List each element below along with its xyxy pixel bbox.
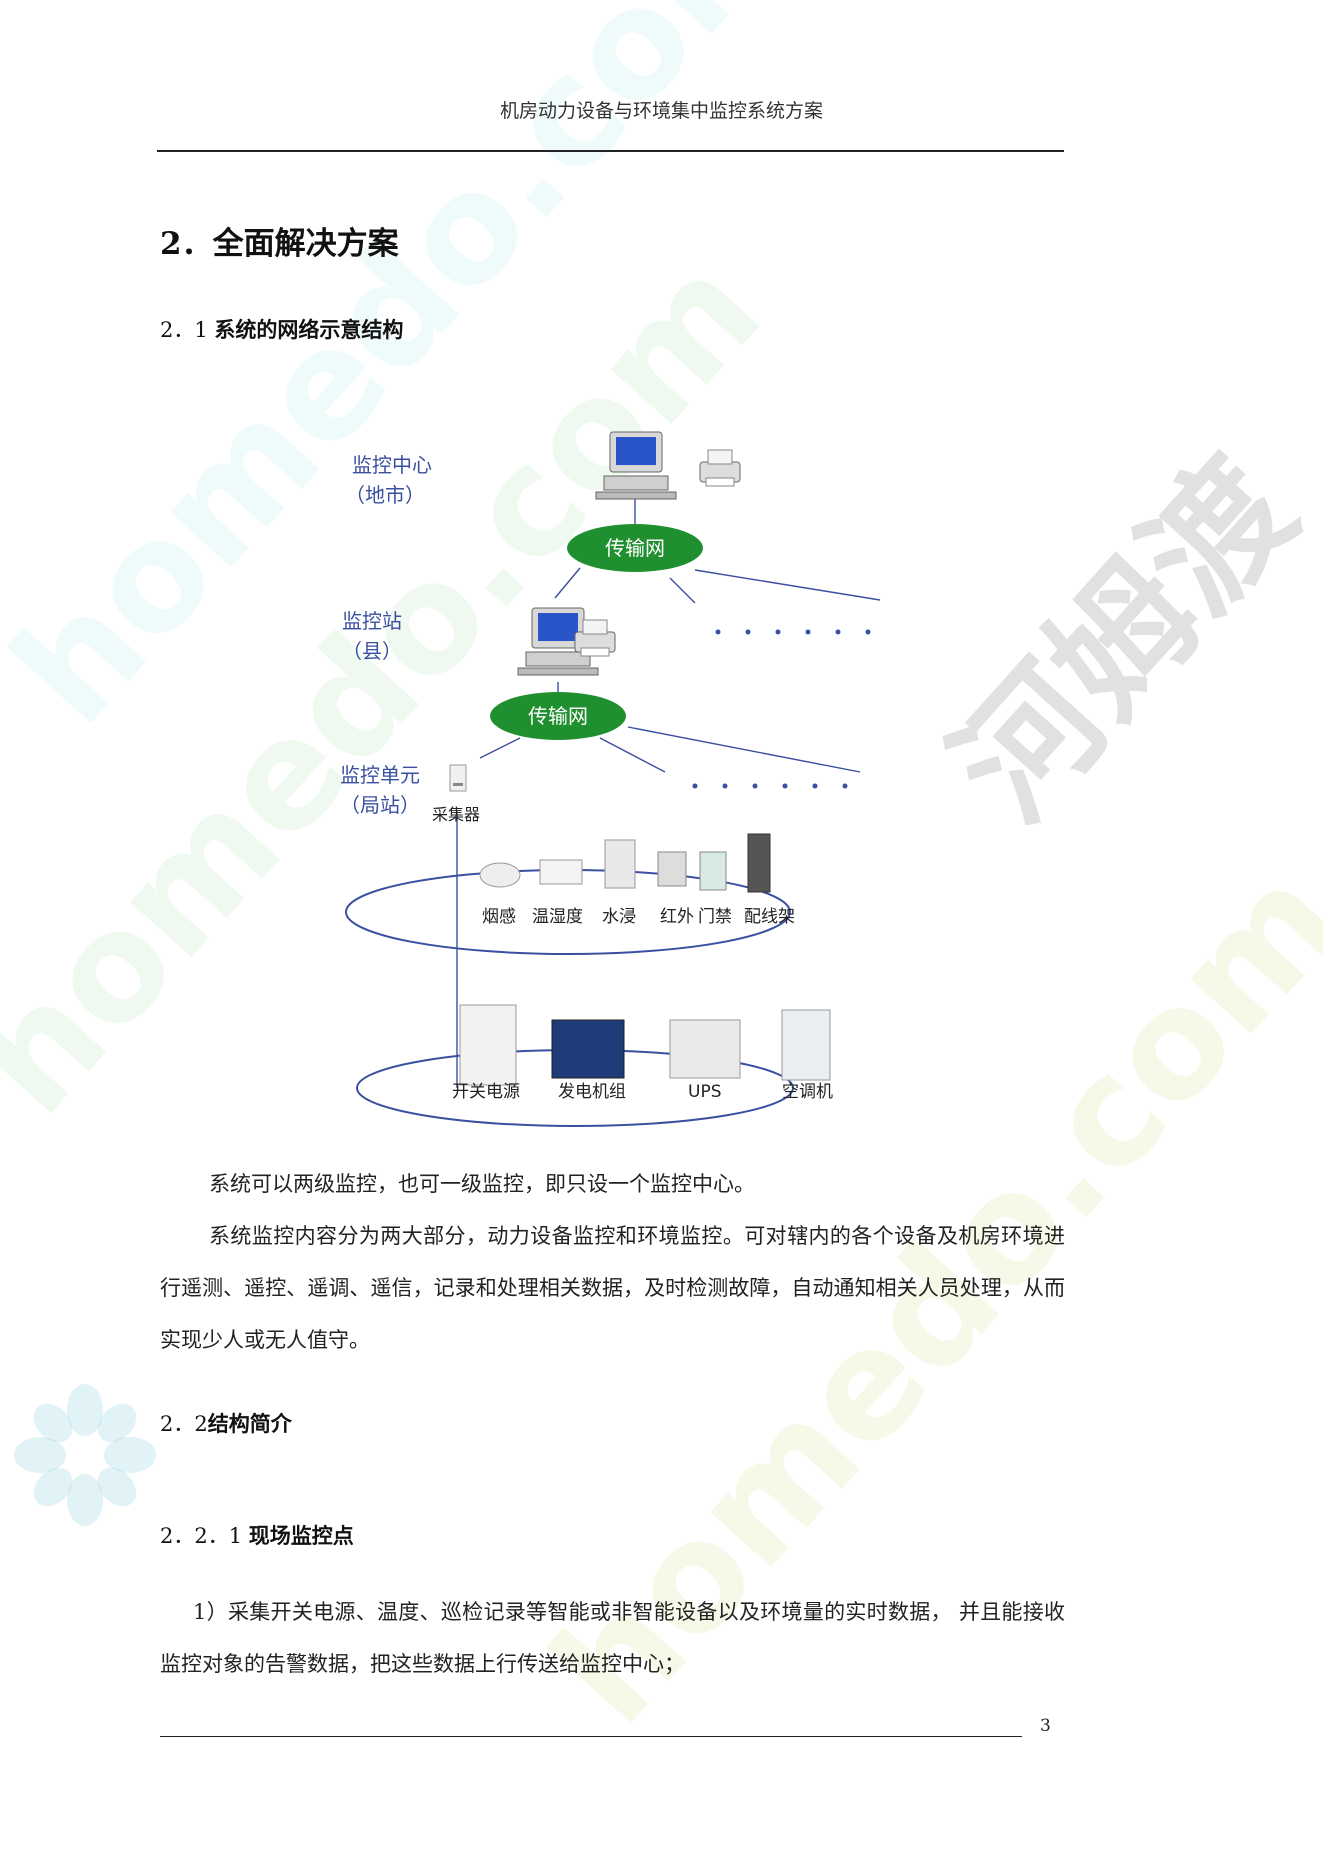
unit-label: 监控单元 — [340, 763, 420, 787]
collector-icon — [449, 764, 467, 792]
subsection-heading-2-2-1: 2．2．1 现场监控点 — [160, 1520, 354, 1550]
station-sub: （县） — [342, 639, 402, 663]
ups-icon — [669, 1019, 741, 1079]
network-label-2: 传输网 — [528, 704, 588, 728]
center-label: 监控中心 — [352, 453, 432, 477]
subsection-title: 现场监控点 — [248, 1523, 354, 1548]
subsection-number: 2．1 — [160, 318, 208, 342]
diagram-dots-2 — [692, 783, 848, 789]
smoke-detector-icon — [479, 862, 521, 888]
footer-rule — [160, 1736, 1022, 1737]
printer-icon — [699, 449, 741, 487]
subsection-number: 2．2．1 — [160, 1524, 243, 1548]
running-header: 机房动力设备与环境集中监控系统方案 — [499, 100, 823, 122]
env-device-label: 配线架 — [744, 907, 795, 927]
unit-sub: （局站） — [340, 793, 420, 817]
watermark-logo — [14, 1384, 156, 1526]
page-number: 3 — [1040, 1716, 1051, 1736]
computer-icon — [595, 431, 677, 500]
section-title: 全面解决方案 — [212, 226, 399, 262]
diagram-dots-1 — [715, 629, 871, 635]
network-diagram: 监控中心 （地市） 传输网 监控站 （县） 传输网 监控单元 （局站） 采集器 … — [340, 431, 881, 1127]
infrared-sensor-icon — [657, 851, 687, 887]
power-device-label: UPS — [688, 1082, 722, 1102]
env-device-label: 水浸 — [602, 907, 636, 927]
watermark-hemudu: 河姆渡 — [923, 429, 1323, 851]
humidity-sensor-icon — [539, 859, 583, 885]
computer-icon — [517, 607, 599, 676]
list-item-1: 1）采集开关电源、温度、巡检记录等智能或非智能设备以及环境量的实时数据， 并且能… — [160, 1600, 1065, 1676]
power-device-label: 发电机组 — [558, 1082, 626, 1102]
paragraph-2: 系统监控内容分为两大部分，动力设备监控和环境监控。可对辖内的各个设备及机房环境进… — [160, 1224, 1065, 1352]
power-device-label: 空调机 — [782, 1082, 833, 1102]
air-conditioner-icon — [781, 1009, 831, 1081]
subsection-title: 系统的网络示意结构 — [214, 317, 404, 342]
env-device-label: 门禁 — [698, 907, 732, 927]
section-heading: 2．全面解决方案 — [160, 218, 399, 263]
generator-icon — [551, 1019, 625, 1079]
power-device-label: 开关电源 — [452, 1082, 520, 1102]
switch-power-icon — [459, 1004, 517, 1086]
water-sensor-icon — [604, 839, 636, 889]
diagram-lines — [456, 498, 881, 1088]
access-control-icon — [699, 851, 727, 891]
station-label: 监控站 — [342, 609, 402, 633]
network-node-2 — [490, 692, 626, 740]
collector-label: 采集器 — [432, 805, 480, 824]
center-sub: （地市） — [345, 483, 425, 507]
subsection-number: 2．2 — [160, 1412, 208, 1436]
env-device-label: 温湿度 — [532, 907, 583, 927]
env-device-label: 红外 — [660, 907, 694, 927]
subsection-heading-2-2: 2．2结构简介 — [160, 1408, 292, 1438]
section-number: 2． — [160, 226, 213, 262]
subsection-title: 结构简介 — [207, 1411, 292, 1436]
env-device-label: 烟感 — [482, 907, 516, 927]
header-rule — [157, 150, 1064, 152]
distribution-frame-icon — [747, 833, 771, 893]
network-label-1: 传输网 — [605, 536, 665, 560]
network-node-1 — [567, 524, 703, 572]
subsection-heading-2-1: 2．1 系统的网络示意结构 — [160, 314, 403, 344]
printer-icon — [574, 619, 616, 657]
paragraph-1: 系统可以两级监控，也可一级监控，即只设一个监控中心。 — [209, 1172, 755, 1196]
